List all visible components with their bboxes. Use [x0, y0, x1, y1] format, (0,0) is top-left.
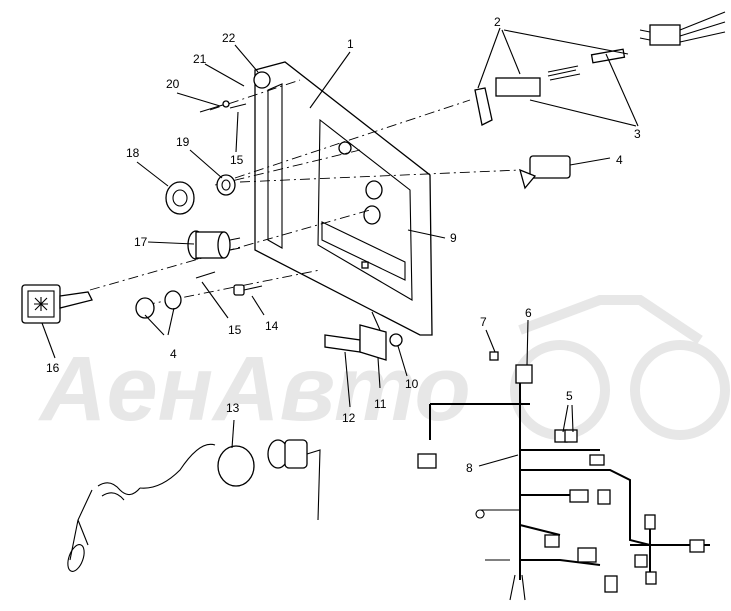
panel-mount-eye	[253, 71, 271, 89]
harness-plug-j	[645, 571, 657, 585]
harness-plug-d	[544, 534, 560, 548]
key	[21, 284, 93, 324]
callout-20: 20	[166, 77, 180, 91]
callouts: 1 2 3 4 4 5 6 7 8 9 10 11 12 13 14 15 15…	[46, 15, 641, 475]
panel-hole-bottom	[363, 205, 381, 225]
callout-7: 7	[480, 315, 487, 329]
switch-body	[495, 77, 541, 97]
harness-connector-5b	[564, 429, 578, 443]
screw-20	[199, 100, 230, 113]
tether-switch-body	[284, 439, 308, 469]
switch-pin	[590, 48, 626, 64]
callout-15-lower: 15	[228, 323, 242, 337]
callout-9: 9	[450, 231, 457, 245]
screw-15-upper	[229, 103, 247, 109]
callout-16: 16	[46, 361, 60, 375]
callout-14: 14	[265, 319, 279, 333]
panel-hole-top	[365, 180, 383, 200]
callout-5: 5	[566, 389, 573, 403]
callout-22: 22	[222, 31, 236, 45]
panel-slot	[361, 261, 369, 269]
watermark-text: AeнAвто	[38, 338, 471, 440]
callout-4-right: 4	[616, 153, 623, 167]
washer-19	[216, 174, 236, 196]
connector-plug	[649, 24, 681, 46]
watermark-motorcycle	[510, 295, 730, 440]
callout-3: 3	[634, 127, 641, 141]
harness-connector-6	[515, 364, 533, 384]
callout-10: 10	[405, 377, 419, 391]
panel-hole-small	[338, 141, 352, 155]
wiring-harness	[417, 351, 710, 601]
switch-assembly	[474, 11, 726, 126]
harness-terminal-7	[489, 351, 499, 361]
harness-plug-g	[644, 514, 656, 530]
harness-plug-h	[634, 554, 648, 568]
screw-14	[233, 284, 263, 296]
callout-19: 19	[176, 135, 190, 149]
callout-6: 6	[525, 306, 532, 320]
tether-cord	[67, 439, 321, 572]
toggle-switch	[519, 155, 571, 190]
harness-plug-left	[417, 453, 437, 469]
leader-lines	[41, 27, 639, 467]
nut-washer-left	[135, 290, 182, 319]
harness-plug-i	[689, 539, 705, 553]
callout-8: 8	[466, 461, 473, 475]
callout-17: 17	[134, 235, 148, 249]
harness-plug-c	[597, 489, 611, 505]
callout-2: 2	[494, 15, 501, 29]
harness-plug-f	[604, 575, 618, 593]
callout-12: 12	[342, 411, 356, 425]
callout-15-upper: 15	[230, 153, 244, 167]
nut-18	[165, 181, 195, 215]
screw-15-lower	[195, 271, 216, 279]
harness-plug-b	[569, 489, 589, 503]
bracket-11	[359, 311, 387, 361]
nut-10	[389, 333, 403, 347]
callout-21: 21	[193, 52, 207, 66]
callout-1: 1	[347, 37, 354, 51]
callout-13: 13	[226, 401, 240, 415]
panel-plate	[253, 61, 433, 336]
callout-11: 11	[374, 397, 387, 411]
harness-plug-e	[577, 547, 597, 563]
ignition-switch	[187, 230, 241, 260]
callout-4-left: 4	[170, 347, 177, 361]
callout-18: 18	[126, 146, 140, 160]
tether-cap	[217, 445, 255, 487]
watermark: AeнAвто	[38, 295, 730, 440]
harness-plug-a	[589, 454, 605, 466]
